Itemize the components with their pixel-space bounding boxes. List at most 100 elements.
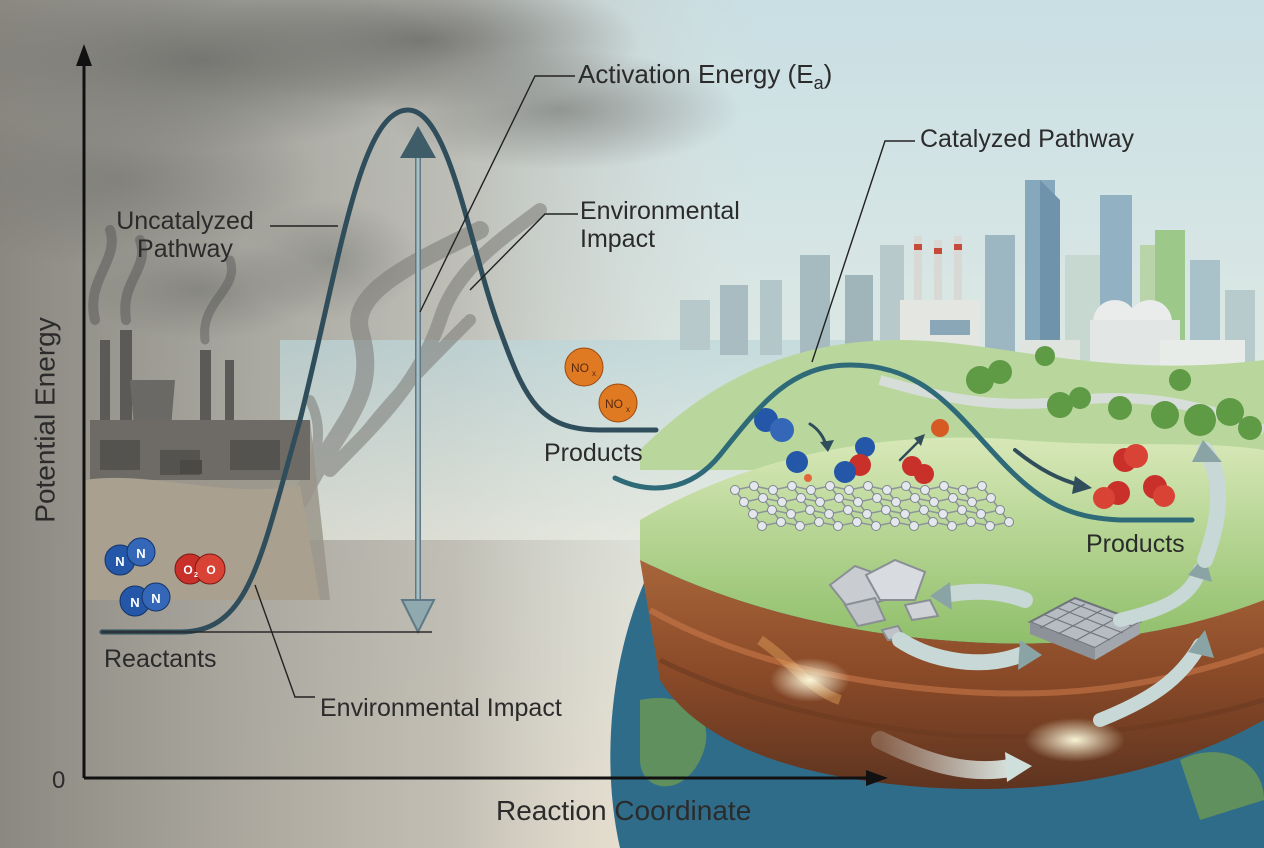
x-axis-arrowhead (866, 770, 888, 786)
molecule-n-label: N (136, 546, 145, 561)
activation-energy-close: ) (823, 59, 833, 89)
lattice-atom (833, 521, 843, 531)
x-axis-label: Reaction Coordinate (496, 795, 752, 826)
lattice-atom (986, 493, 996, 503)
lattice-atom (928, 517, 938, 527)
lattice-atom (757, 521, 767, 531)
lattice-atom (776, 517, 786, 527)
smoke-clouds (0, 0, 740, 340)
uncatalyzed-curve (99, 107, 659, 635)
lattice-atom (852, 517, 862, 527)
lattice-atom (882, 485, 892, 495)
lattice-atom (796, 493, 806, 503)
uncatalyzed-pathway-label: Uncatalyzed Pathway (110, 207, 260, 263)
molecule-n-label: N (151, 591, 160, 606)
lattice-atom (919, 505, 929, 515)
lattice-atom (920, 485, 930, 495)
smoke-plumes (275, 203, 547, 525)
lattice-atom (871, 521, 881, 531)
molecule-o2-subscript: 2 (194, 572, 198, 579)
environmental-impact-top-label: Environmental Impact (580, 197, 740, 253)
molecule-o-label: O (206, 563, 215, 577)
lattice-atom (910, 493, 920, 503)
lattice-atom (985, 521, 995, 531)
product-oxygen-molecules (1093, 444, 1175, 509)
trees (966, 346, 1262, 440)
lattice-atom (891, 497, 901, 507)
lattice-atom (939, 481, 949, 491)
products-left-label: Products (544, 439, 643, 467)
reactant-molecules: N N N N O 2 O (104, 537, 226, 617)
catalyst-chip (1027, 596, 1143, 660)
axes (76, 44, 888, 786)
lattice-atom (976, 509, 986, 519)
activation-energy-label: Activation Energy (Ea) (578, 59, 833, 93)
lattice-atom (995, 505, 1005, 515)
activation-energy-arrow (102, 126, 436, 635)
lattice-atom (901, 481, 911, 491)
nox-subscript: x (626, 405, 630, 414)
lattice-atom (958, 485, 968, 495)
lattice-atom (739, 497, 749, 507)
mineral-glow (770, 658, 850, 702)
lattice-atom (1004, 517, 1014, 527)
mineral-glow (1025, 718, 1125, 762)
lattice-atom (806, 485, 816, 495)
environmental-impact-top-line-1: Environmental (580, 197, 740, 225)
molecule-n-label: N (130, 595, 139, 610)
lattice-atom (881, 505, 891, 515)
activation-energy-subscript: a (813, 73, 824, 93)
lattice-atom (900, 509, 910, 519)
lattice-atom (786, 509, 796, 519)
lattice-atom (843, 505, 853, 515)
products-right-label: Products (1086, 530, 1185, 558)
y-axis-arrowhead (76, 44, 92, 66)
uncatalyzed-line-2: Pathway (137, 234, 233, 263)
lattice-atom (777, 497, 787, 507)
lattice-atom (787, 481, 797, 491)
lattice-atom (948, 493, 958, 503)
y-axis-label: Potential Energy (29, 317, 62, 523)
lattice-atom (863, 481, 873, 491)
y-axis-label-text: Potential Energy (29, 317, 61, 523)
nox-molecules: NO x NO x (564, 347, 638, 423)
lattice-atom (938, 509, 948, 519)
lattice-atom (834, 493, 844, 503)
environmental-impact-top-line-2: Impact (580, 224, 656, 253)
lattice-atom (824, 509, 834, 519)
lattice-atom (768, 485, 778, 495)
lattice-atom (967, 497, 977, 507)
lattice-atom (767, 505, 777, 515)
uncatalyzed-line-1: Uncatalyzed (116, 207, 254, 235)
lattice-atom (749, 481, 759, 491)
lattice-atom (748, 509, 758, 519)
nox-label: NO (605, 397, 623, 411)
lattice-atom (825, 481, 835, 491)
nox-label: NO (571, 361, 589, 375)
leader-lines (254, 75, 915, 698)
lattice-atom (966, 517, 976, 527)
molecule-o-label: O (183, 563, 192, 577)
catalyst-lattice (730, 481, 1014, 531)
lattice-atom (730, 485, 740, 495)
material-cycle-arrows (808, 422, 1227, 782)
origin-label: 0 (52, 767, 66, 794)
activation-energy-text: Activation Energy (E (578, 59, 814, 89)
lattice-atom (815, 497, 825, 507)
catalyzed-pathway-label: Catalyzed Pathway (920, 125, 1135, 153)
catalyzed-molecules (754, 408, 949, 484)
lattice-atom (957, 505, 967, 515)
environmental-impact-bottom-label: Environmental Impact (320, 694, 562, 722)
nox-subscript: x (592, 369, 596, 378)
molecule-n-label: N (115, 554, 124, 569)
lattice-atom (758, 493, 768, 503)
lattice-atom (909, 521, 919, 531)
lattice-atom (814, 517, 824, 527)
lattice-atom (872, 493, 882, 503)
lattice-atom (890, 517, 900, 527)
catalyzed-curve (612, 362, 1195, 523)
lattice-atom (929, 497, 939, 507)
mineral-rocks (828, 558, 940, 642)
